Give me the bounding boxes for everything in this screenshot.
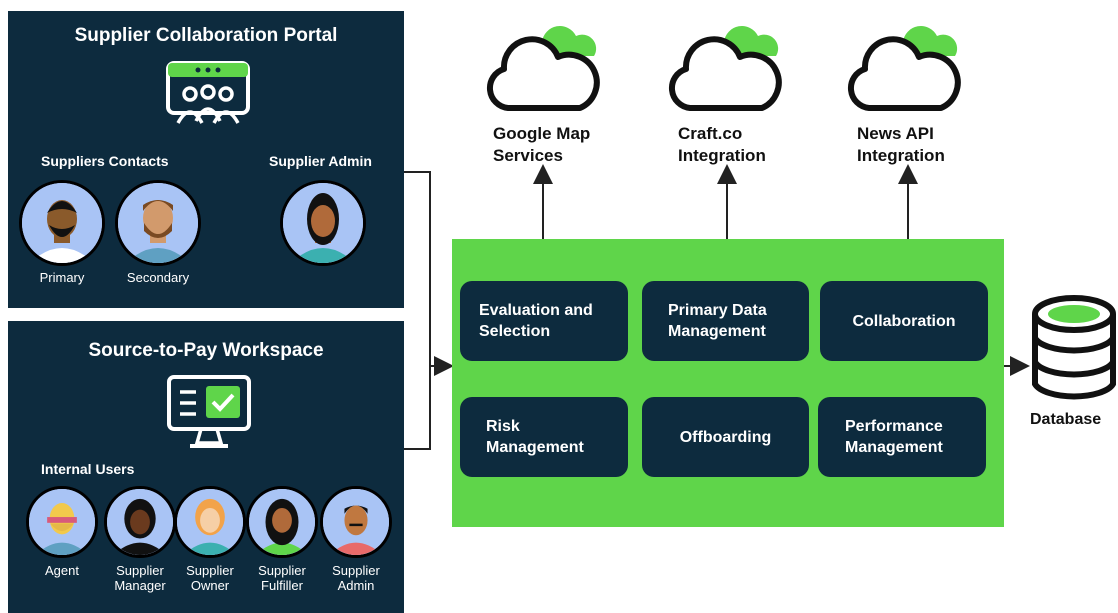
service-google-map: Google Map Services [493,124,591,165]
workspace-monitor-check-icon [167,375,251,448]
avatar-supplier-admin [280,180,366,266]
portal-title: Supplier Collaboration Portal [74,25,338,46]
module-evaluation-selection: Evaluation and Selection [460,281,628,361]
source-to-pay-panel: Source-to-Pay Workspace Internal Users A… [8,321,404,613]
supplier-portal-panel: Supplier Collaboration Portal Suppliers … [8,11,404,308]
module-collaboration: Collaboration [820,281,988,361]
avatar-supplier-owner [174,486,246,558]
cloud-icon [847,26,961,111]
caption-supplier-owner: Supplier Owner [186,563,234,593]
avatar-internal-supplier-admin [320,486,392,558]
portal-connector [404,171,431,366]
workspace-connector [404,366,431,450]
service-news-api: News API Integration [857,124,945,165]
avatar-supplier-manager [104,486,176,558]
caption-agent: Agent [45,563,79,578]
caption-supplier-manager: Supplier Manager [114,563,166,593]
avatar-secondary [115,180,201,266]
database-label: Database [1030,411,1102,428]
module-risk-management: Risk Management [460,397,628,477]
cloud-icon [668,26,782,111]
caption-supplier-fulfiller: Supplier Fulfiller [258,563,306,593]
caption-supplier-admin: Supplier Admin [332,563,380,593]
admin-label: Supplier Admin [269,153,372,169]
avatar-agent [26,486,98,558]
module-primary-data: Primary Data Management [642,281,809,361]
cloud-icon [486,26,600,111]
database-icon [1032,295,1116,400]
caption-secondary: Secondary [126,270,190,285]
internal-users-label: Internal Users [41,461,135,477]
contacts-label: Suppliers Contacts [41,153,169,169]
workspace-title: Source-to-Pay Workspace [88,340,324,361]
avatar-supplier-fulfiller [246,486,318,558]
module-performance-management: Performance Management [818,397,986,477]
supplier-management-hub: Evaluation and Selection Primary Data Ma… [452,239,1004,527]
service-craft-co: Craft.co Integration [678,124,766,165]
portal-browser-group-icon [166,61,250,124]
caption-primary: Primary [39,270,85,285]
module-offboarding: Offboarding [642,397,809,477]
avatar-primary [19,180,105,266]
